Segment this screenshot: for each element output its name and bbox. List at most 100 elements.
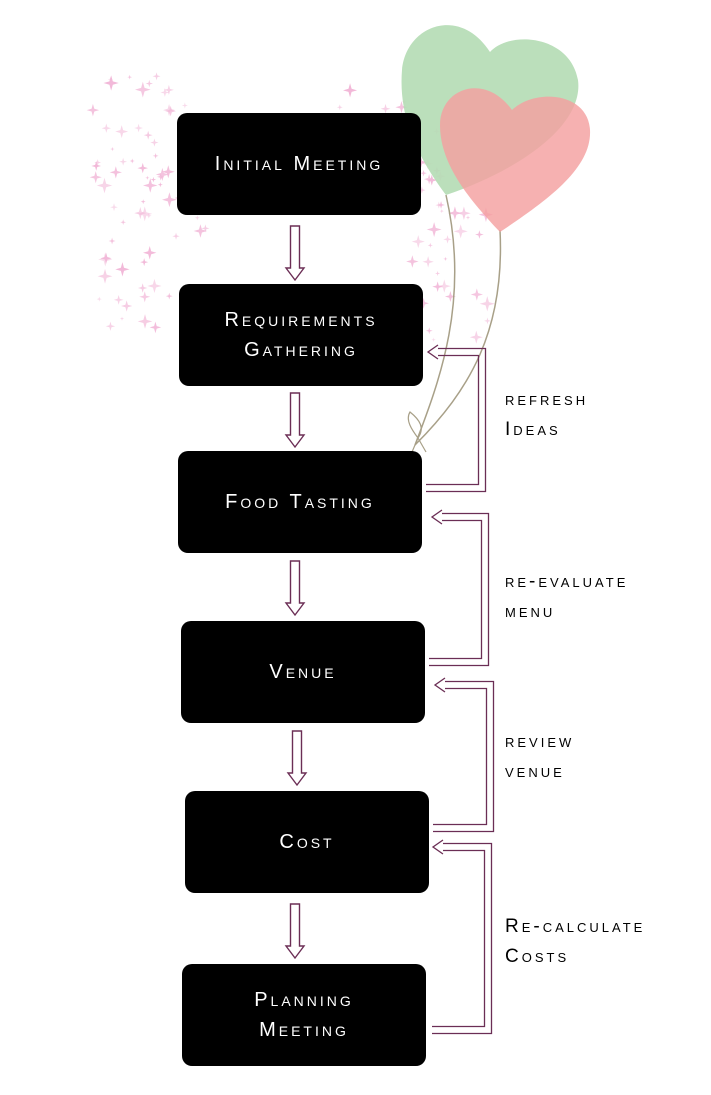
sparkle-icon	[418, 297, 430, 309]
sparkle-icon	[437, 279, 451, 293]
step-requirements-gathering: Requirements Gathering	[179, 284, 423, 386]
sparkle-icon	[150, 138, 159, 147]
sparkle-icon	[423, 174, 435, 185]
sparkle-icon	[110, 146, 115, 152]
loop-label-line: re-evaluate	[505, 571, 629, 592]
sparkle-icon	[157, 173, 165, 181]
sparkle-icon	[470, 288, 483, 301]
sparkle-icon	[155, 167, 169, 182]
sparkle-icon	[140, 199, 146, 205]
sparkle-icon	[380, 103, 391, 114]
sparkle-icon	[142, 178, 158, 193]
sparkle-icon	[91, 161, 102, 171]
step-label: Gathering	[244, 339, 358, 361]
left-arrow-icon	[426, 344, 439, 360]
step-label: Venue	[269, 661, 337, 683]
sparkle-icon	[137, 162, 148, 174]
step-label: Planning	[254, 989, 354, 1011]
sparkle-icon	[444, 291, 456, 303]
sparkle-icon	[105, 321, 116, 331]
sparkle-icon	[465, 215, 471, 220]
down-arrow-icon	[286, 730, 308, 787]
sparkle-icon	[418, 186, 426, 194]
sparkle-icon	[96, 177, 113, 194]
sparkle-icon	[134, 81, 151, 98]
sparkle-icon	[96, 296, 102, 302]
loop-label-line: menu	[505, 601, 556, 622]
sparkle-icon	[194, 215, 200, 221]
sparkle-icon	[127, 74, 133, 80]
sparkle-icon	[172, 232, 180, 240]
loop-label-review-venue: review venue	[505, 727, 574, 787]
sparkle-icon	[94, 159, 102, 166]
sparkle-icon	[115, 262, 130, 277]
sparkle-icon	[431, 337, 436, 342]
sparkle-icon	[425, 327, 433, 335]
left-arrow-icon	[431, 839, 444, 855]
sparkle-icon	[157, 182, 163, 188]
down-arrow-icon	[284, 903, 306, 960]
sparkle-icon	[140, 258, 149, 267]
feedback-loop-line	[426, 347, 487, 493]
sparkle-icon	[145, 79, 153, 88]
sparkle-icon	[426, 222, 442, 237]
feedback-loop-line	[433, 680, 495, 833]
sparkle-icon	[406, 255, 419, 268]
sparkle-icon	[107, 77, 113, 83]
sparkle-icon	[146, 213, 152, 219]
sparkle-icon	[139, 291, 151, 303]
sparkle-icon	[475, 230, 484, 239]
sparkle-icon	[343, 83, 358, 98]
sparkle-icon	[435, 270, 441, 277]
step-label: Meeting	[259, 1019, 349, 1041]
sparkle-icon	[115, 125, 129, 138]
sparkle-icon	[119, 316, 125, 321]
step-venue: Venue	[181, 621, 425, 723]
sparkle-icon	[163, 104, 176, 117]
sparkle-icon	[137, 283, 148, 293]
sparkle-icon	[145, 175, 150, 180]
sparkle-icon	[109, 166, 122, 179]
sparkle-icon	[439, 209, 444, 214]
sparkle-icon	[162, 192, 177, 208]
loop-label-line: Ideas	[505, 419, 561, 440]
down-arrow-icon	[284, 560, 306, 617]
sparkle-icon	[426, 174, 438, 186]
sparkle-icon	[152, 152, 159, 159]
sparkle-icon	[137, 314, 153, 329]
sparkle-icon	[484, 317, 491, 325]
loop-label-line: Re-calculate	[505, 916, 646, 937]
sparkle-icon	[161, 165, 175, 179]
sparkle-icon	[113, 295, 124, 305]
loop-label-re-evaluate-menu: re-evaluate menu	[505, 567, 628, 627]
sparkle-icon	[432, 281, 443, 293]
sparkle-icon	[479, 296, 495, 312]
step-label: Initial Meeting	[214, 153, 384, 175]
sparkle-icon	[137, 206, 153, 222]
connectors	[284, 225, 495, 1035]
loop-label-line: Costs	[505, 946, 570, 967]
sparkle-icon	[86, 103, 100, 117]
sparkle-icon	[89, 171, 102, 184]
sparkle-icon	[142, 245, 157, 260]
step-food-tasting: Food Tasting	[178, 451, 422, 553]
loop-label-re-calculate-costs: Re-calculate Costs	[505, 912, 645, 972]
sparkle-icon	[422, 256, 434, 268]
sparkle-icon	[110, 203, 118, 212]
sparkle-icon	[443, 235, 452, 244]
sparkle-icon	[427, 242, 433, 248]
feedback-loop-line	[429, 512, 490, 667]
sparkle-icon	[120, 219, 126, 225]
sparkle-icon	[443, 256, 448, 262]
down-arrow-icon	[284, 225, 306, 282]
sparkle-icon	[453, 224, 468, 239]
sparkle-icon	[395, 101, 408, 114]
step-cost: Cost	[185, 791, 429, 893]
sparkle-icon	[119, 157, 128, 166]
sparkle-icon	[201, 224, 210, 233]
sparkle-icon	[165, 292, 173, 300]
loop-label-line: review	[505, 731, 575, 752]
step-label: Requirements	[224, 309, 378, 331]
sparkle-icon	[411, 235, 425, 249]
